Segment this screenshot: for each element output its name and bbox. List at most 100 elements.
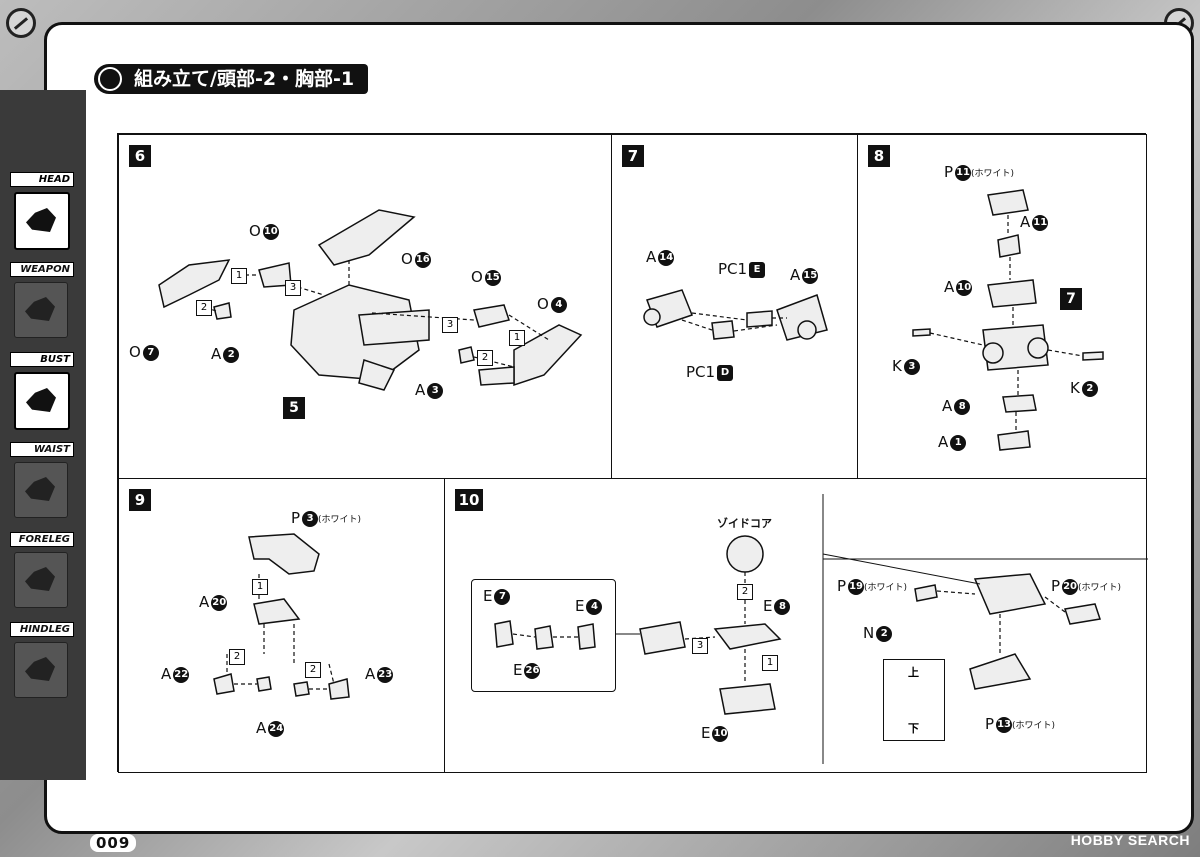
tab-foreleg-label: FORELEG (10, 532, 74, 547)
part-runner: A (415, 381, 426, 399)
part-runner: O (471, 268, 483, 286)
part-number: 8 (954, 398, 971, 415)
tab-head-label: HEAD (10, 172, 74, 187)
head-part-icon (14, 192, 70, 250)
sequence-marker: 3 (692, 638, 708, 654)
foreleg-part-icon (14, 552, 68, 608)
part-runner: O (129, 343, 141, 361)
page-title-text: 組み立て/頭部-2・胸部-1 (134, 68, 355, 90)
gear-icon (98, 67, 122, 91)
white-color-note: (ホワイト) (318, 515, 362, 525)
part-number: 3 (302, 510, 319, 527)
part-number: 19 (848, 578, 865, 595)
bust-part-icon (14, 372, 70, 430)
part-number: 3 (427, 382, 444, 399)
hindleg-part-icon (14, 642, 68, 698)
part-number: 13 (996, 716, 1013, 733)
part-number: 23 (377, 666, 394, 683)
sequence-marker: 2 (196, 300, 212, 316)
part-number: 4 (586, 598, 603, 615)
part-runner: K (892, 357, 902, 375)
part-number: D (717, 364, 734, 381)
zoid-core-label: ゾイドコア (717, 517, 772, 530)
subassembly-marker: 5 (283, 397, 305, 419)
part-number: 7 (142, 344, 159, 361)
tab-bust-label: BUST (10, 352, 74, 367)
tab-head[interactable]: HEAD (6, 172, 78, 254)
part-number: 22 (173, 666, 190, 683)
part-number: 24 (268, 720, 285, 737)
section-sidebar: HEAD WEAPON BUST WAIST FORELEG HINDLEG (0, 90, 86, 780)
part-number: 10 (956, 279, 973, 296)
part-runner: O (401, 250, 413, 268)
sequence-marker: 2 (305, 662, 321, 678)
sequence-marker: 3 (285, 280, 301, 296)
part-runner: E (575, 597, 585, 615)
sequence-marker: 1 (252, 579, 268, 595)
sequence-marker: 2 (229, 649, 245, 665)
tab-weapon[interactable]: WEAPON (6, 262, 78, 344)
part-runner: P (944, 163, 954, 181)
part-number: 26 (524, 662, 541, 679)
white-color-note: (ホワイト) (971, 169, 1015, 179)
part-runner: P (837, 577, 847, 595)
part-runner: P (1051, 577, 1061, 595)
part-runner: E (513, 661, 523, 679)
sequence-marker: 1 (762, 655, 778, 671)
tab-bust[interactable]: BUST (6, 352, 78, 434)
part-runner: A (199, 593, 210, 611)
tab-hindleg[interactable]: HINDLEG (6, 622, 78, 704)
step-8-diagram (912, 189, 1104, 451)
white-color-note: (ホワイト) (864, 583, 908, 593)
tab-waist[interactable]: WAIST (6, 442, 78, 524)
white-color-note: (ホワイト) (1012, 721, 1056, 731)
sequence-marker: 1 (509, 330, 525, 346)
part-number: 14 (658, 249, 675, 266)
part-runner: K (1070, 379, 1080, 397)
part-runner: N (863, 624, 875, 642)
tab-foreleg[interactable]: FORELEG (6, 532, 78, 614)
part-runner: E (701, 724, 711, 742)
part-number: 8 (774, 598, 791, 615)
step-number: 10 (455, 489, 483, 511)
step-number: 8 (868, 145, 890, 167)
part-runner: PC1 (718, 260, 748, 278)
part-number: 4 (550, 296, 567, 313)
step-7-diagram (643, 289, 828, 341)
part-number: 11 (1032, 214, 1049, 231)
part-runner: A (256, 719, 267, 737)
step-6-diagram (158, 209, 583, 391)
part-runner: A (161, 665, 172, 683)
waist-part-icon (14, 462, 68, 518)
step-number: 6 (129, 145, 151, 167)
part-runner: P (291, 509, 301, 527)
part-number: 20 (211, 594, 228, 611)
step-10-panel: 10 (444, 478, 1148, 773)
sequence-marker: 1 (231, 268, 247, 284)
bolt-icon (6, 8, 36, 38)
part-runner: O (249, 222, 261, 240)
part-runner: A (1020, 213, 1031, 231)
detail-inset (471, 579, 616, 692)
